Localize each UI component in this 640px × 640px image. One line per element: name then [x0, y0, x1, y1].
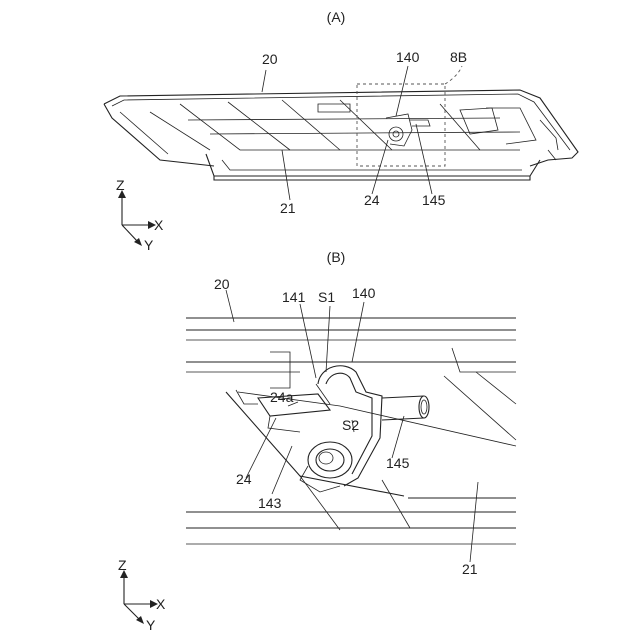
axis-triad-b: Z X Y — [118, 557, 166, 633]
label-140-b: 140 — [352, 285, 376, 301]
label-24-b: 24 — [236, 471, 252, 487]
axis-triad-a: Z X Y — [116, 177, 164, 253]
label-140-a: 140 — [396, 49, 420, 65]
label-21-a: 21 — [280, 200, 296, 216]
label-20-b: 20 — [214, 276, 230, 292]
axis-z-b: Z — [118, 557, 127, 573]
figure-b: (B) — [118, 249, 516, 633]
label-145-b: 145 — [386, 455, 410, 471]
label-21-b: 21 — [462, 561, 478, 577]
label-143: 143 — [258, 495, 282, 511]
label-s1: S1 — [318, 289, 335, 305]
label-8b: 8B — [450, 49, 467, 65]
label-141: 141 — [282, 289, 306, 305]
label-145-a: 145 — [422, 192, 446, 208]
figure-a: (A) — [104, 9, 578, 253]
axis-x-a: X — [154, 217, 164, 233]
cover-assembly-drawing — [104, 90, 578, 180]
axis-y-a: Y — [144, 237, 154, 253]
figure-b-title: (B) — [327, 249, 346, 265]
axis-x-b: X — [156, 596, 166, 612]
label-s2: S2 — [342, 417, 359, 433]
label-24-a: 24 — [364, 192, 380, 208]
figure-a-title: (A) — [327, 9, 346, 25]
axis-z-a: Z — [116, 177, 125, 193]
axis-y-b: Y — [146, 617, 156, 633]
label-20-a: 20 — [262, 51, 278, 67]
label-24a: 24a — [270, 389, 294, 405]
detail-box-8b-leader — [445, 66, 462, 84]
